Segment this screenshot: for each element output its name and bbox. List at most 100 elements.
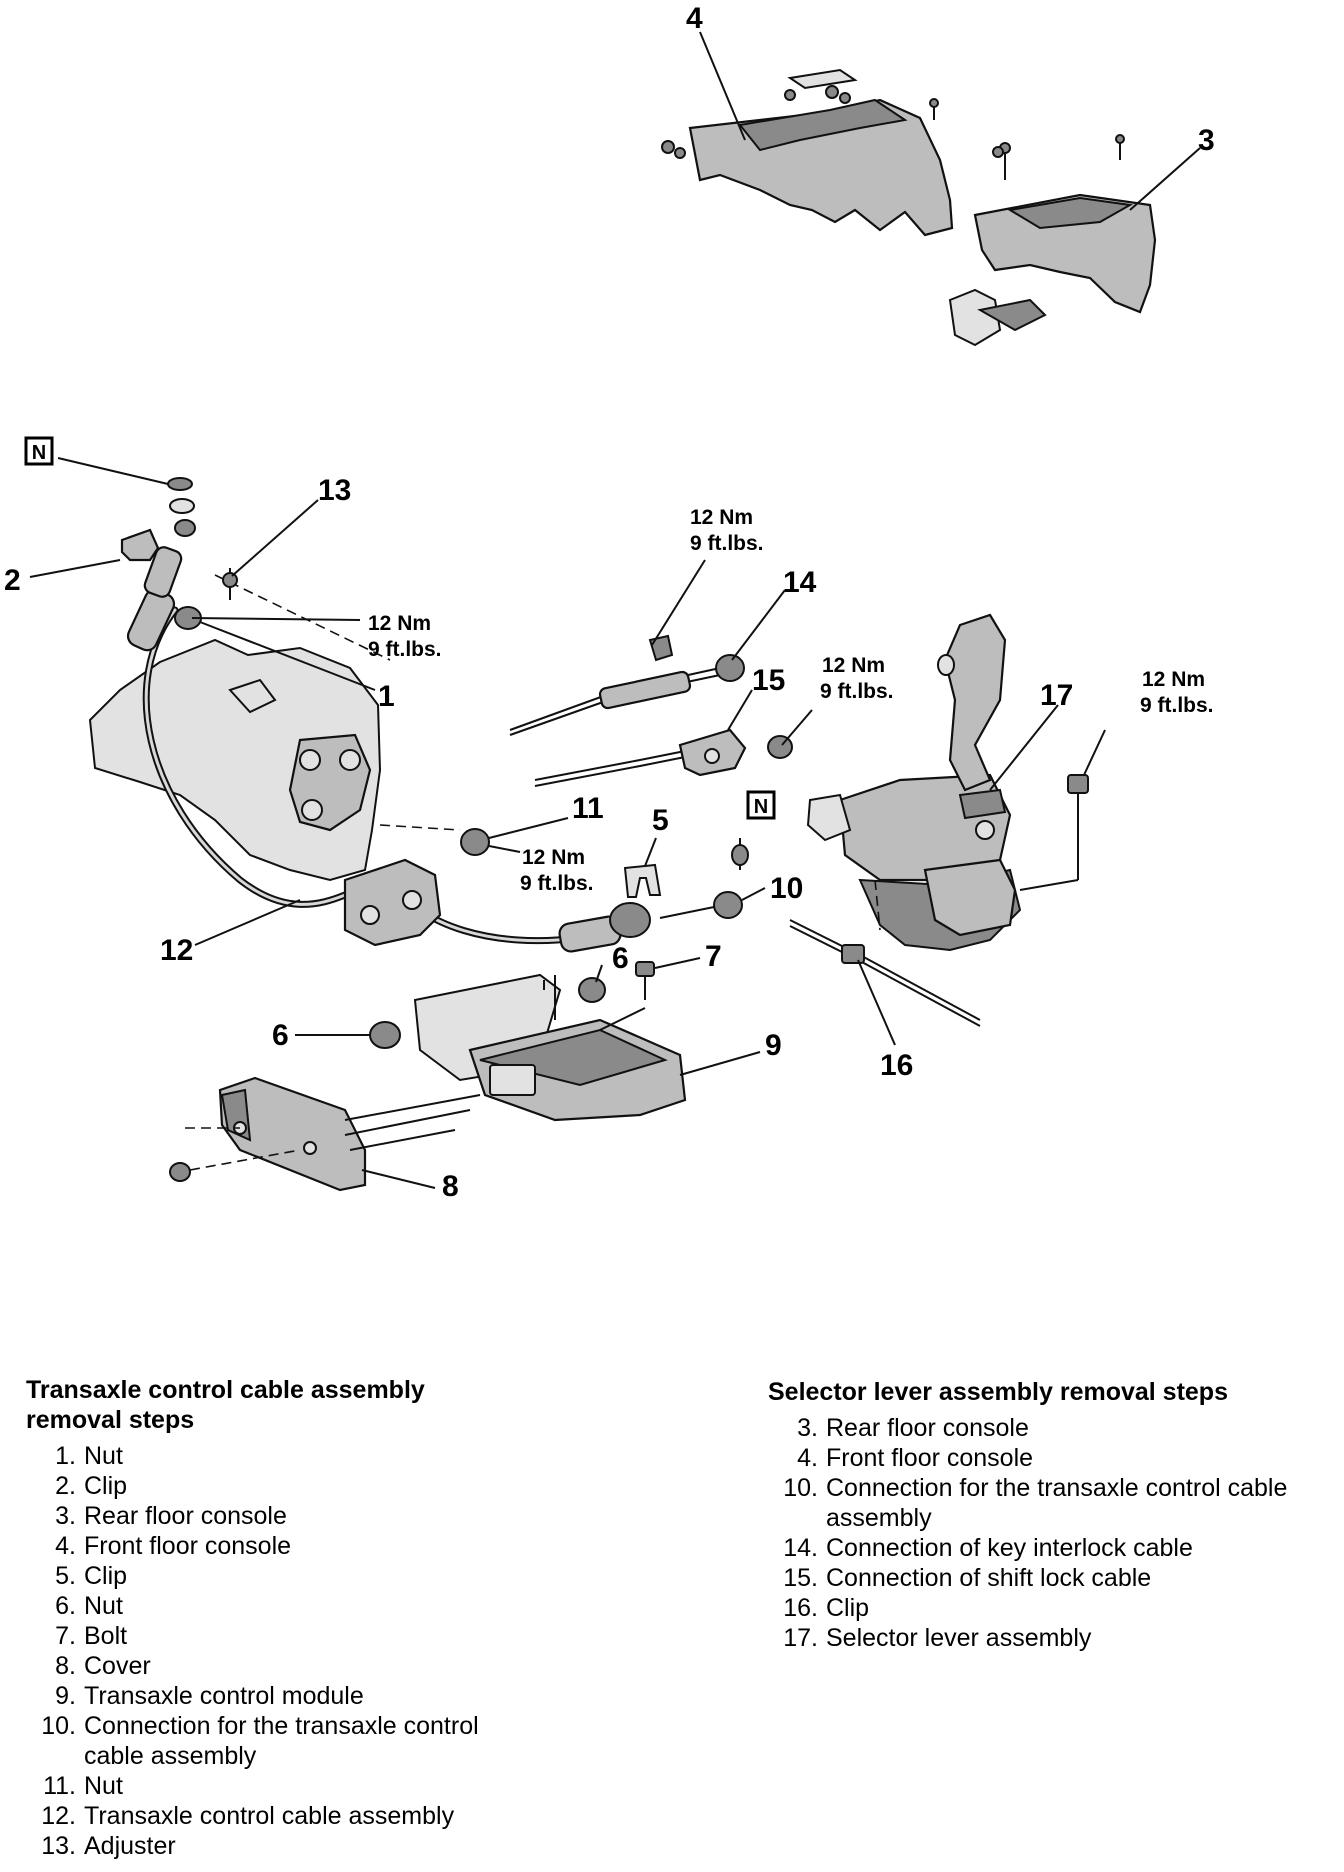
leader-torque-5 <box>488 845 521 853</box>
leader-torque-4 <box>1083 729 1106 776</box>
clip-2-shape <box>120 528 160 562</box>
list-item: 17.Selector lever assembly <box>783 1624 1092 1652</box>
transaxle-control-module <box>413 973 687 1122</box>
front-floor-console <box>661 68 954 237</box>
bolt-7-shape <box>635 961 655 1000</box>
transaxle-housing <box>88 574 391 882</box>
list-item: 10.Connection for the transaxle control … <box>783 1474 1288 1532</box>
torque-label-5: 12 Nm 9 ft.lbs. <box>520 846 594 895</box>
leader-1 <box>199 621 376 691</box>
callout-16: 16 <box>880 1049 913 1082</box>
svg-text:12 Nm: 12 Nm <box>690 506 753 529</box>
selector-bolt <box>1019 774 1089 891</box>
list-item: 7.Bolt <box>55 1622 128 1650</box>
svg-text:12 Nm: 12 Nm <box>1142 668 1205 691</box>
svg-text:9 ft.lbs.: 9 ft.lbs. <box>1140 694 1214 717</box>
svg-text:9 ft.lbs.: 9 ft.lbs. <box>520 872 594 895</box>
list-item: 11.Nut <box>43 1772 123 1800</box>
callout-2: 2 <box>4 564 21 597</box>
leader-10 <box>741 887 766 901</box>
list-item: 5.Clip <box>55 1562 128 1590</box>
list-item: 9.Transaxle control module <box>55 1682 364 1710</box>
n-bolt <box>731 838 749 870</box>
callout-10: 10 <box>770 872 803 905</box>
leader-torque-2 <box>651 559 706 646</box>
leader-7 <box>654 957 701 969</box>
nut-6a-shape <box>578 977 606 1003</box>
n-badge-top: N <box>24 436 54 466</box>
callout-4: 4 <box>686 2 703 35</box>
svg-text:9 ft.lbs.: 9 ft.lbs. <box>368 638 442 661</box>
leader-11 <box>488 817 569 839</box>
callout-14: 14 <box>783 566 817 599</box>
list-item: 10.Connection for the transaxle control … <box>41 1712 479 1770</box>
svg-text:N: N <box>754 796 768 818</box>
cover-8 <box>169 1076 481 1192</box>
callout-13: 13 <box>318 474 351 507</box>
shift-lock-cable <box>534 728 793 787</box>
clip-5-shape <box>623 863 662 898</box>
callout-8: 8 <box>442 1170 459 1203</box>
leader-17 <box>989 704 1059 791</box>
exploded-view-diagram: N N 4 3 13 2 1 14 15 17 11 5 10 12 6 7 6… <box>4 2 1215 1203</box>
leader-9 <box>679 1051 761 1076</box>
callout-5: 5 <box>652 804 669 837</box>
leader-2 <box>29 559 121 578</box>
list-item: 8.Cover <box>55 1652 151 1680</box>
selector-lever-removal-steps: Selector lever assembly removal steps 3.… <box>768 1377 1328 1653</box>
callout-6b: 6 <box>272 1019 289 1052</box>
leader-5 <box>644 837 657 867</box>
leader-n <box>57 457 169 485</box>
svg-text:12 Nm: 12 Nm <box>522 846 585 869</box>
svg-text:12 Nm: 12 Nm <box>822 654 885 677</box>
adjuster-shape <box>222 568 238 600</box>
callout-17: 17 <box>1040 679 1073 712</box>
list-item: 3.Rear floor console <box>797 1414 1029 1442</box>
dash-11 <box>379 824 461 831</box>
leader-14 <box>731 589 786 661</box>
callout-15: 15 <box>752 664 785 697</box>
callout-11: 11 <box>572 792 604 825</box>
list-item: 15.Connection of shift lock cable <box>783 1564 1152 1592</box>
n-badge-right: N <box>746 790 776 820</box>
torque-label-4: 12 Nm 9 ft.lbs. <box>1140 668 1214 717</box>
washer-stack <box>167 477 196 537</box>
leader-13 <box>231 499 319 577</box>
callout-6a: 6 <box>612 942 629 975</box>
list-item: 14.Connection of key interlock cable <box>783 1534 1193 1562</box>
key-interlock-cable <box>509 634 745 736</box>
torque-label-1: 12 Nm 9 ft.lbs. <box>368 612 442 661</box>
list-item: 12.Transaxle control cable assembly <box>41 1802 455 1830</box>
leader-8 <box>361 1169 436 1189</box>
nut-6b-shape <box>369 1021 401 1049</box>
rear-floor-console <box>948 134 1157 347</box>
list-item: 16.Clip <box>783 1594 870 1622</box>
list-item: 13.Adjuster <box>41 1832 176 1860</box>
leader-4 <box>699 31 746 141</box>
leader-16 <box>857 959 896 1046</box>
leader-12 <box>194 899 301 946</box>
torque-label-3: 12 Nm 9 ft.lbs. <box>820 654 894 703</box>
leader-6a <box>595 964 603 983</box>
callout-3: 3 <box>1198 124 1215 157</box>
callout-12: 12 <box>160 934 193 967</box>
list-item: 1.Nut <box>55 1442 123 1470</box>
list-item: 4.Front floor console <box>55 1532 292 1560</box>
list-item: 2.Clip <box>55 1472 128 1500</box>
leader-3 <box>1129 147 1201 211</box>
transaxle-control-cable <box>126 546 743 953</box>
cable-clip-16 <box>789 879 981 1027</box>
list-item: 6.Nut <box>55 1592 123 1620</box>
nut-11-shape <box>460 828 490 856</box>
svg-text:9 ft.lbs.: 9 ft.lbs. <box>690 532 764 555</box>
left-list-title: Transaxle control cable assembly removal… <box>26 1376 425 1434</box>
list-item: 4.Front floor console <box>797 1444 1034 1472</box>
right-list-title: Selector lever assembly removal steps <box>768 1378 1228 1406</box>
callout-1: 1 <box>378 680 395 713</box>
torque-label-2: 12 Nm 9 ft.lbs. <box>690 506 764 555</box>
leader-15 <box>727 689 753 731</box>
list-item: 3.Rear floor console <box>55 1502 287 1530</box>
leader-torque-1 <box>191 617 361 621</box>
svg-text:N: N <box>32 442 46 464</box>
leader-torque-3 <box>781 709 813 746</box>
